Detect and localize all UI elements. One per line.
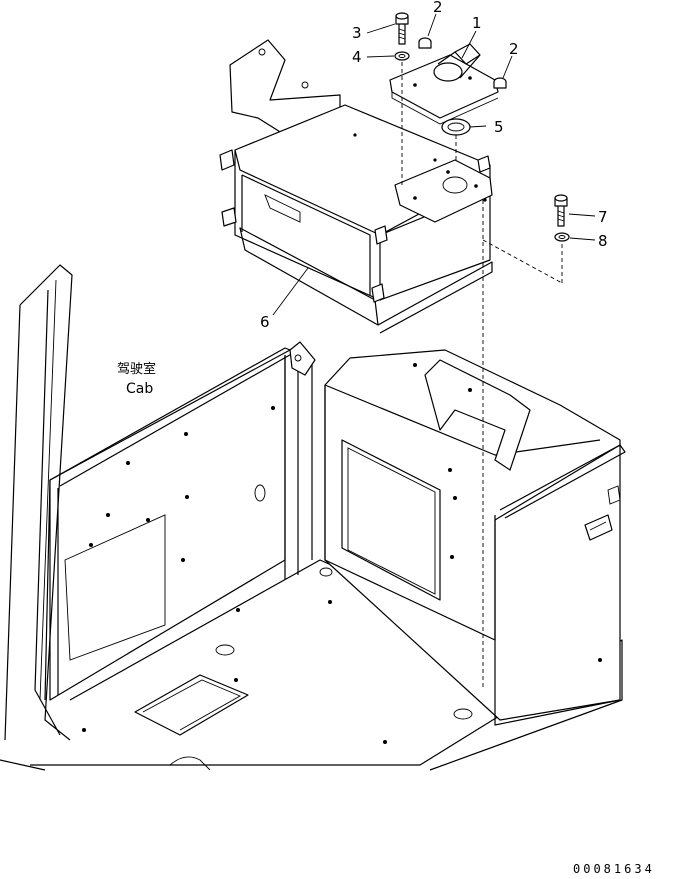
mounting-bracket-assembly — [219, 39, 493, 334]
callout-5: 5 — [494, 118, 504, 136]
cab-structure — [0, 264, 626, 771]
callout-1: 1 — [472, 14, 482, 32]
callout-3: 3 — [352, 24, 362, 42]
assembly-lines — [401, 62, 563, 690]
callout-7: 7 — [598, 208, 608, 226]
leader-lines — [272, 13, 596, 316]
cab-label-english: Cab — [126, 381, 153, 397]
callout-2-left: 2 — [433, 0, 443, 16]
drawing-number: 00081634 — [573, 862, 655, 876]
mount-plate-assembly — [389, 12, 570, 242]
callout-2-right: 2 — [509, 40, 519, 58]
cab-label-chinese: 驾驶室 — [117, 361, 156, 377]
callout-6: 6 — [260, 313, 270, 331]
callout-4: 4 — [352, 48, 362, 66]
callout-8: 8 — [598, 232, 608, 250]
cab-label: 驾驶室 Cab — [117, 361, 156, 397]
callout-labels: 1 2 2 3 4 5 6 7 8 — [260, 0, 608, 331]
